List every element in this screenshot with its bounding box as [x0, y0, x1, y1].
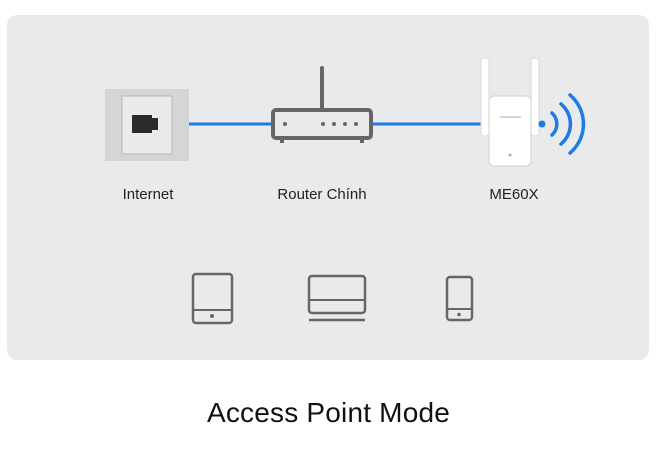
wifi-signal-icon: [538, 93, 586, 155]
network-diagram: [105, 57, 586, 325]
internet-label: Internet: [122, 186, 174, 203]
extender-label: ME60X: [489, 186, 539, 203]
ethernet-wall-outlet-icon: [105, 89, 189, 161]
tablet-icon: [191, 272, 234, 325]
laptop-icon: [307, 274, 367, 322]
page-title: Access Point Mode: [206, 397, 451, 428]
range-extender-icon: [480, 57, 540, 167]
router-label: Router Chính: [277, 186, 367, 203]
smartphone-icon: [445, 275, 474, 322]
diagram-panel: [7, 15, 649, 360]
router-icon: [271, 66, 373, 143]
